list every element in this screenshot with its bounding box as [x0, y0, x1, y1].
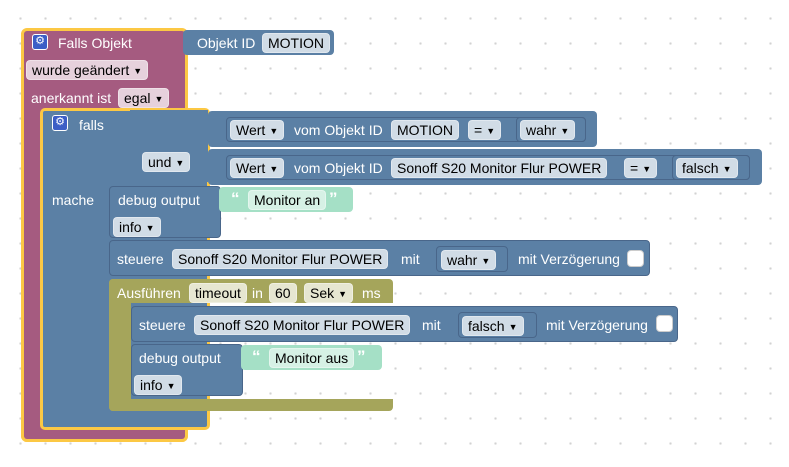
- object-id-label: Objekt ID: [197, 35, 256, 51]
- timeout-unit-dropdown[interactable]: Sek▼: [304, 283, 354, 303]
- triangle-down-icon: ▼: [154, 94, 164, 104]
- timeout-name-value[interactable]: timeout: [189, 283, 247, 303]
- triangle-down-icon: ▼: [269, 164, 279, 174]
- control2-with-label: mit: [422, 317, 441, 333]
- triangle-down-icon: ▼: [269, 126, 279, 136]
- triangle-down-icon: ▼: [133, 66, 143, 76]
- trigger-bottom-bar: [21, 428, 188, 442]
- cond2-operator-dropdown[interactable]: =▼: [624, 158, 658, 178]
- timeout-ms-label: ms: [362, 285, 381, 301]
- cond2-value-dropdown[interactable]: falsch▼: [676, 158, 738, 178]
- triangle-down-icon: ▼: [175, 158, 185, 168]
- cond1-prop-label: Wert: [236, 122, 266, 138]
- debug1-level-dropdown[interactable]: info▼: [113, 217, 161, 237]
- quote-open-icon: “: [231, 189, 240, 208]
- and-operator-dropdown[interactable]: und▼: [142, 152, 191, 172]
- control1-value-label: wahr: [447, 252, 478, 268]
- triangle-down-icon: ▼: [481, 256, 491, 266]
- debug1-level-label: info: [119, 219, 142, 235]
- debug2-level-dropdown[interactable]: info▼: [134, 375, 182, 395]
- control2-delay-label: mit Verzögerung: [546, 317, 648, 333]
- debug2-level-label: info: [140, 377, 163, 393]
- and-operator-label: und: [148, 154, 172, 170]
- cond2-operator-label: =: [630, 160, 639, 176]
- ack-label: anerkannt ist: [31, 90, 112, 106]
- ack-dropdown-label: egal: [124, 90, 151, 106]
- debug1-text-value[interactable]: Monitor an: [248, 190, 327, 210]
- control1-object-value[interactable]: Sonoff S20 Monitor Flur POWER: [172, 249, 389, 269]
- triangle-down-icon: ▼: [166, 381, 176, 391]
- trigger-title: Falls Objekt: [58, 35, 132, 51]
- cond2-prop-label: Wert: [236, 160, 266, 176]
- cond1-from-label: vom Objekt ID: [294, 122, 383, 138]
- timeout-in-label: in: [252, 285, 263, 301]
- triangle-down-icon: ▼: [560, 126, 570, 136]
- control1-delay-checkbox[interactable]: [627, 250, 644, 267]
- object-id-value[interactable]: MOTION: [262, 33, 330, 53]
- triangle-down-icon: ▼: [642, 164, 652, 174]
- cond2-value-label: falsch: [682, 160, 719, 176]
- changed-dropdown-label: wurde geändert: [32, 62, 130, 78]
- control1-delay-label: mit Verzögerung: [518, 251, 620, 267]
- ack-dropdown[interactable]: egal▼: [118, 88, 170, 108]
- control2-label: steuere: [139, 317, 186, 333]
- triangle-down-icon: ▼: [145, 223, 155, 233]
- control2-value-dropdown[interactable]: falsch▼: [462, 316, 524, 336]
- debug2-text-value[interactable]: Monitor aus: [269, 348, 355, 368]
- cond1-operator-dropdown[interactable]: =▼: [468, 120, 502, 140]
- cond1-operator-label: =: [474, 122, 483, 138]
- debug2-label: debug output: [139, 350, 221, 366]
- cond2-object-value[interactable]: Sonoff S20 Monitor Flur POWER: [391, 158, 608, 178]
- cond1-object-value[interactable]: MOTION: [391, 120, 459, 140]
- triangle-down-icon: ▼: [338, 289, 348, 299]
- cond2-from-label: vom Objekt ID: [294, 160, 383, 176]
- if-title: falls: [79, 117, 104, 133]
- cond1-prop-dropdown[interactable]: Wert▼: [230, 120, 285, 140]
- control1-with-label: mit: [401, 251, 420, 267]
- cond1-value-dropdown[interactable]: wahr▼: [520, 120, 576, 140]
- triangle-down-icon: ▼: [722, 164, 732, 174]
- debug1-label: debug output: [118, 192, 200, 208]
- timeout-block-bottom: [109, 399, 393, 411]
- timeout-block-side: [109, 279, 131, 411]
- control2-delay-checkbox[interactable]: [656, 315, 673, 332]
- quote-close-icon: ”: [329, 189, 338, 208]
- triangle-down-icon: ▼: [486, 126, 496, 136]
- timeout-label: Ausführen: [117, 285, 181, 301]
- timeout-amount-value[interactable]: 60: [269, 283, 297, 303]
- do-label: mache: [52, 192, 95, 208]
- quote-close-icon: ”: [357, 347, 366, 366]
- cond1-value-label: wahr: [526, 122, 557, 138]
- control2-object-value[interactable]: Sonoff S20 Monitor Flur POWER: [194, 315, 411, 335]
- cond2-prop-dropdown[interactable]: Wert▼: [230, 158, 285, 178]
- gear-icon[interactable]: ⚙: [32, 34, 48, 50]
- quote-open-icon: “: [252, 347, 261, 366]
- control2-value-label: falsch: [468, 318, 505, 334]
- gear-icon[interactable]: ⚙: [52, 115, 68, 131]
- timeout-unit-label: Sek: [310, 285, 335, 301]
- control1-value-dropdown[interactable]: wahr▼: [441, 250, 497, 270]
- changed-dropdown[interactable]: wurde geändert▼: [26, 60, 149, 80]
- control1-label: steuere: [117, 251, 164, 267]
- triangle-down-icon: ▼: [508, 322, 518, 332]
